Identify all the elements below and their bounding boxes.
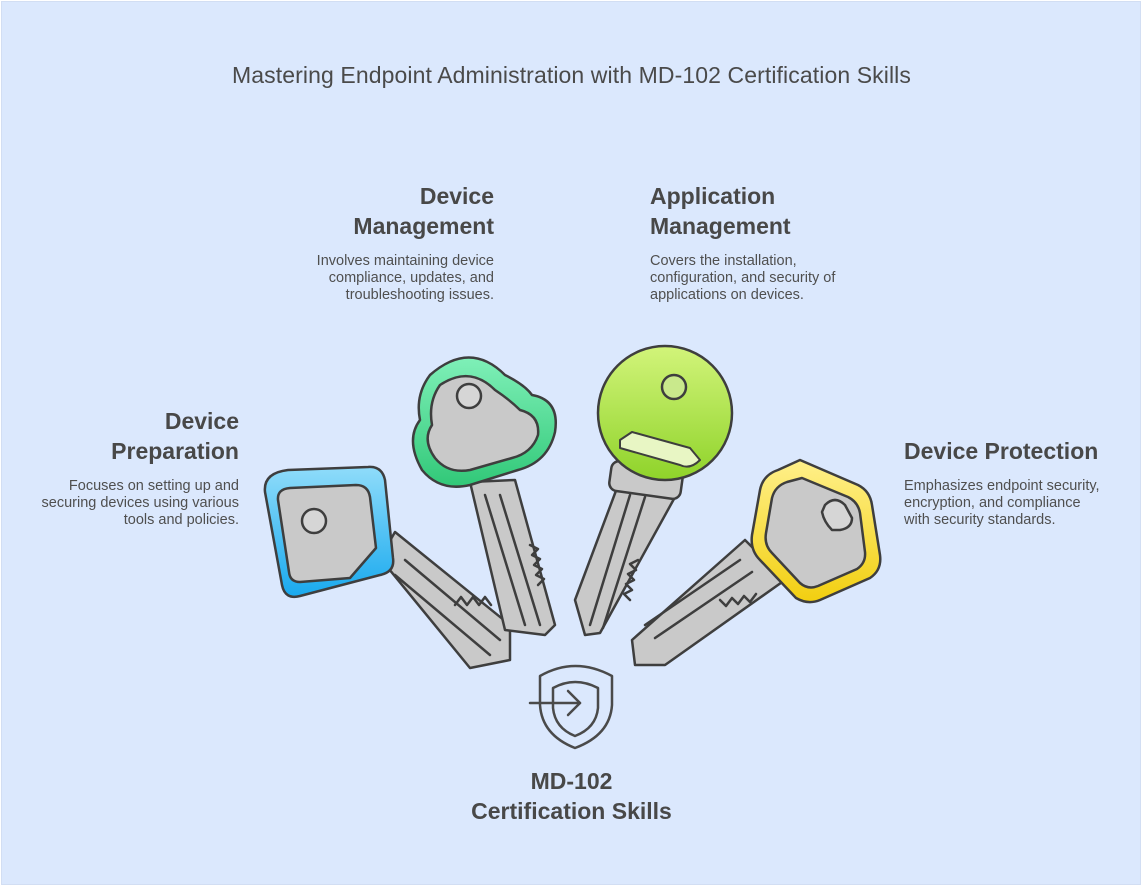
- page-title: Mastering Endpoint Administration with M…: [232, 62, 911, 88]
- center-label-line: Certification Skills: [471, 798, 672, 824]
- description-line: encryption, and compliance: [904, 495, 1081, 511]
- heading-line: Device Protection: [904, 438, 1099, 464]
- description-line: securing devices using various: [41, 495, 239, 511]
- heading-line: Device: [164, 408, 239, 434]
- device-management-heading: Device Management: [290, 181, 494, 241]
- yellow-key-icon: [630, 458, 882, 667]
- description-line: compliance, updates, and: [328, 270, 494, 286]
- blue-key-icon: [263, 465, 512, 670]
- description-line: Focuses on setting up and: [68, 478, 239, 494]
- heading-line: Management: [353, 213, 494, 239]
- device-protection-description: Emphasizes endpoint security, encryption…: [904, 478, 1114, 529]
- application-management-heading: Application Management: [650, 181, 860, 241]
- description-line: Involves maintaining device: [316, 253, 494, 269]
- heading-line: Management: [650, 213, 791, 239]
- heading-line: Device: [419, 183, 494, 209]
- device-management-block: Device Management Involves maintaining d…: [290, 181, 494, 304]
- device-preparation-description: Focuses on setting up and securing devic…: [20, 478, 239, 529]
- green-key-icon: [411, 356, 557, 637]
- description-line: Emphasizes endpoint security,: [904, 478, 1100, 494]
- device-protection-block: Device Protection Emphasizes endpoint se…: [904, 436, 1114, 529]
- shield-login-icon: [528, 664, 614, 750]
- description-line: with security standards.: [904, 512, 1056, 528]
- device-management-description: Involves maintaining device compliance, …: [290, 253, 494, 304]
- application-management-description: Covers the installation, configuration, …: [650, 253, 860, 304]
- description-line: Covers the installation,: [650, 253, 797, 269]
- description-line: tools and policies.: [123, 512, 239, 528]
- description-line: configuration, and security of: [650, 270, 836, 286]
- center-label-line: MD-102: [530, 768, 613, 794]
- device-protection-heading: Device Protection: [904, 436, 1114, 466]
- device-preparation-heading: Device Preparation: [20, 406, 239, 466]
- lime-key-icon: [573, 344, 734, 637]
- heading-line: Preparation: [111, 438, 239, 464]
- description-line: applications on devices.: [650, 287, 804, 303]
- application-management-block: Application Management Covers the instal…: [650, 181, 860, 304]
- description-line: troubleshooting issues.: [345, 287, 494, 303]
- device-preparation-block: Device Preparation Focuses on setting up…: [20, 406, 239, 529]
- heading-line: Application: [650, 183, 776, 209]
- center-label: MD-102 Certification Skills: [420, 766, 723, 826]
